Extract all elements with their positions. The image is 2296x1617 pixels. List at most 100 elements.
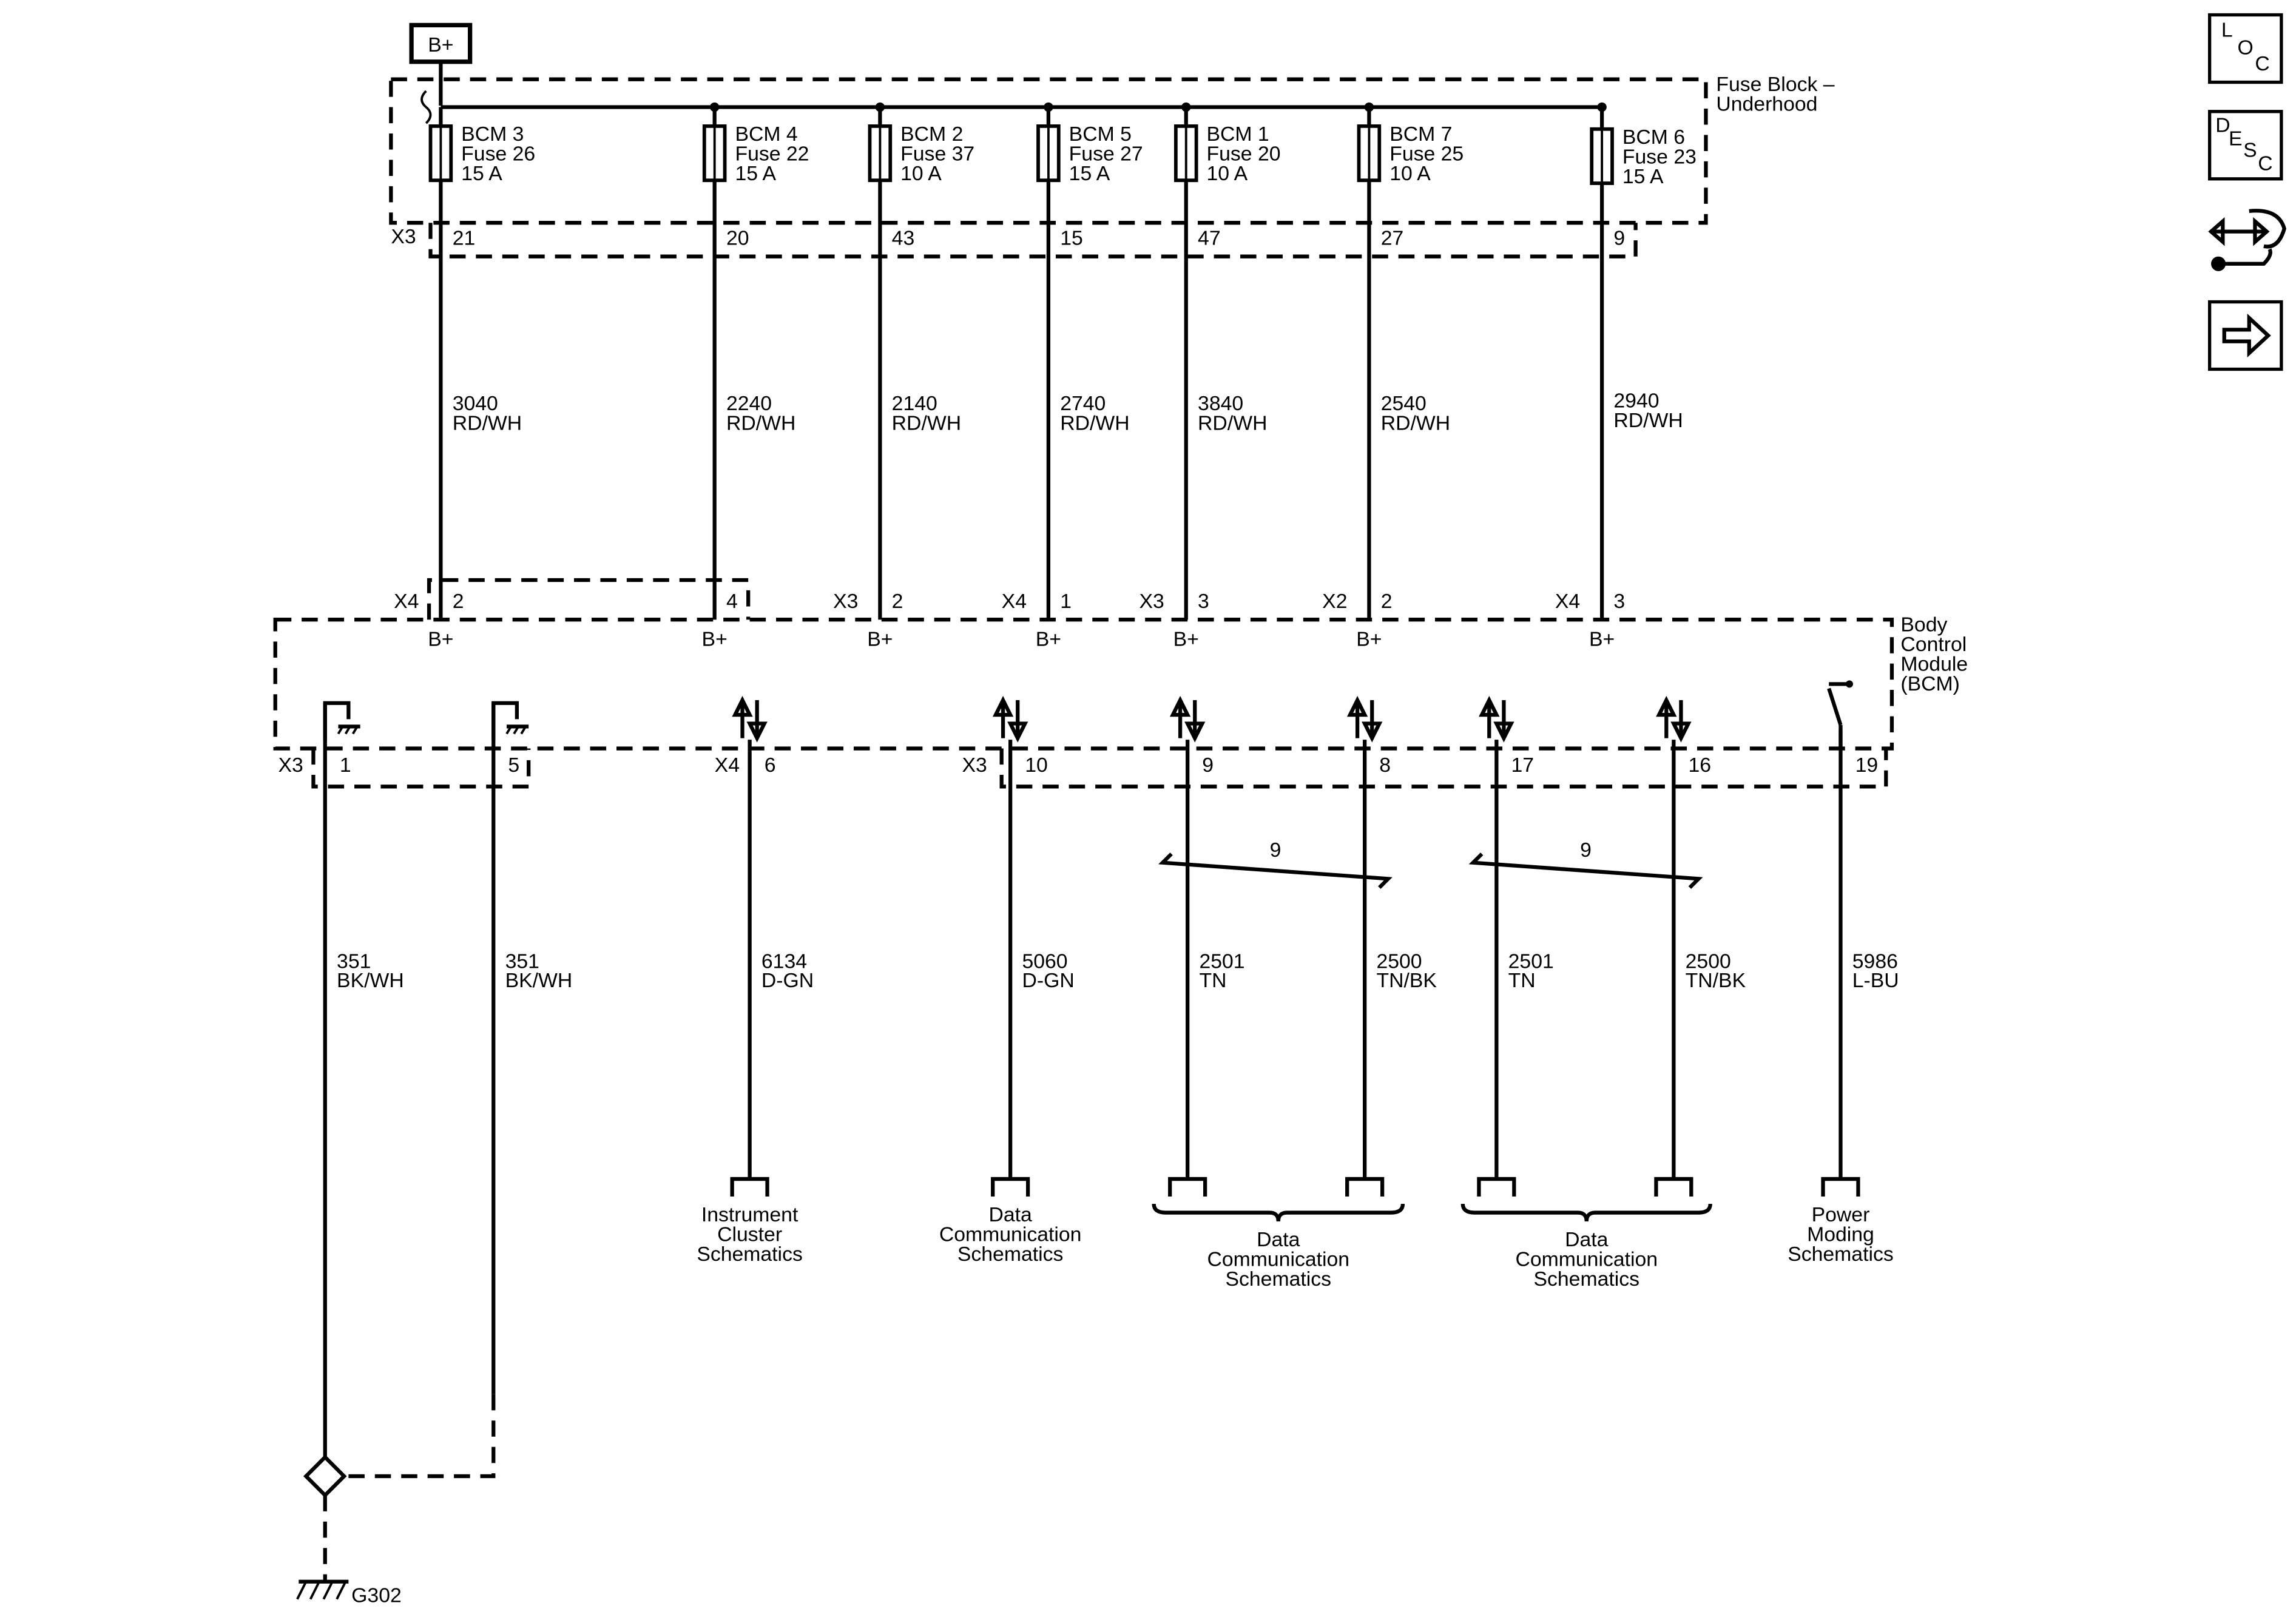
bcm-connector-label: X4 <box>394 590 419 613</box>
inline-connector-symbol <box>1654 1176 1693 1197</box>
fuse-label: BCM 1 <box>1207 123 1269 146</box>
destination-label: Communication <box>1515 1248 1658 1271</box>
bcm-housing <box>273 618 1894 751</box>
fuse-block-pin: 21 <box>453 226 476 249</box>
fuse-label: 15 A <box>1622 165 1664 188</box>
wire-color: L-BU <box>1852 969 1899 992</box>
bcm-pin: 2 <box>892 590 903 613</box>
wire-color: RD/WH <box>1381 412 1450 435</box>
fuse-label: Fuse 37 <box>900 143 974 166</box>
fuse-label: BCM 3 <box>461 123 524 146</box>
fuse-block-pin: 9 <box>1613 226 1625 249</box>
arrow-up-head <box>1346 695 1368 717</box>
ground-hatch <box>351 726 359 735</box>
fuse-block-pin: 20 <box>726 226 749 249</box>
arrow-down-head <box>1362 721 1383 743</box>
bcm-connector-label: X3 <box>962 754 987 777</box>
fuse-block-connector-label: X3 <box>391 225 416 248</box>
bidirectional-arrow-icon <box>1656 695 1692 743</box>
wire-color: RD/WH <box>1613 409 1683 432</box>
arrow-down-head <box>1184 721 1206 743</box>
arrow-up-head <box>1169 695 1191 717</box>
ground-hatch <box>322 1581 334 1600</box>
ground-hatch <box>520 726 527 735</box>
ground-g302: G302 <box>296 1454 402 1607</box>
power-moding-switch-symbol <box>1827 680 1853 749</box>
wire-color: RD/WH <box>726 412 795 435</box>
desc-letter: E <box>2229 127 2243 150</box>
fuse-label: 10 A <box>1207 162 1248 185</box>
wrench-head <box>2211 256 2226 271</box>
bcm-pin: 4 <box>726 590 738 613</box>
circuit-number: 2540 <box>1381 392 1427 415</box>
fuse-block-connector-x3 <box>428 223 1638 258</box>
bcm-connector-label: X4 <box>1555 590 1580 613</box>
bcm-b-plus-label: B+ <box>1173 628 1199 651</box>
fuse-label: 15 A <box>461 162 502 185</box>
bcm-connector-label: X3 <box>279 754 303 777</box>
brace-line <box>1152 1203 1405 1222</box>
ground-hatch <box>309 1581 320 1600</box>
destination-label: Communication <box>1207 1248 1349 1271</box>
fuse-block-label: Fuse Block – <box>1716 73 1834 96</box>
bcm-label: Body <box>1900 613 1947 636</box>
circuit-number: 5986 <box>1852 950 1898 973</box>
inline-connector-symbol <box>1477 1176 1516 1197</box>
twist-line <box>1158 852 1393 890</box>
bcm-pin: 19 <box>1855 754 1879 777</box>
next-page-button[interactable] <box>2207 300 2283 371</box>
bidirectional-arrow-icon <box>1169 695 1206 743</box>
circuit-number: 3040 <box>453 392 498 415</box>
button-frame <box>2207 13 2283 84</box>
bcm-connector-label: X2 <box>1322 590 1347 613</box>
bcm-pin: 17 <box>1511 754 1534 777</box>
arrow-up-head <box>1656 695 1677 717</box>
bcm-connector-label: X4 <box>1002 590 1027 613</box>
bidirectional-arrow-icon <box>732 695 768 743</box>
wrench-handle <box>2220 248 2272 266</box>
wire-color: D-GN <box>761 969 814 992</box>
destination-label: Communication <box>939 1223 1082 1246</box>
twisted-pair-marker: 9 <box>1158 839 1393 890</box>
bcm-pin: 3 <box>1198 590 1209 613</box>
wire-color: RD/WH <box>453 412 522 435</box>
loc-letter: C <box>2255 52 2269 75</box>
destination-label: Schematics <box>1226 1268 1332 1291</box>
circuit-number: 2500 <box>1376 950 1422 973</box>
bcm-label: (BCM) <box>1900 672 1960 695</box>
circuit-number: 2140 <box>892 392 937 415</box>
bidirectional-arrow-icon <box>1346 695 1383 743</box>
inline-connector-symbol <box>730 1176 769 1197</box>
circuit-number: 2740 <box>1060 392 1106 415</box>
ground-hatch <box>513 726 519 735</box>
circuit-number: 5060 <box>1022 950 1067 973</box>
ground-hatch <box>337 726 344 735</box>
arrow-head-left <box>2208 217 2225 246</box>
loc-icon: LOC <box>2221 19 2270 76</box>
inline-connector-symbol <box>1821 1176 1860 1197</box>
arrow-shape <box>2222 313 2271 358</box>
circuit-number: 2940 <box>1613 389 1659 412</box>
location-button[interactable]: LOC <box>2207 13 2283 84</box>
wire-color: TN <box>1199 969 1226 992</box>
connector-repair-button[interactable] <box>2208 209 2286 271</box>
circuit-number: 351 <box>505 950 539 973</box>
wire-color: BK/WH <box>337 969 404 992</box>
fuse-block-pin: 27 <box>1381 226 1404 249</box>
arrow-down-head <box>1670 721 1692 743</box>
wire-color: TN/BK <box>1376 969 1437 992</box>
fuse-label: 10 A <box>900 162 942 185</box>
desc-letter: D <box>2215 114 2230 137</box>
